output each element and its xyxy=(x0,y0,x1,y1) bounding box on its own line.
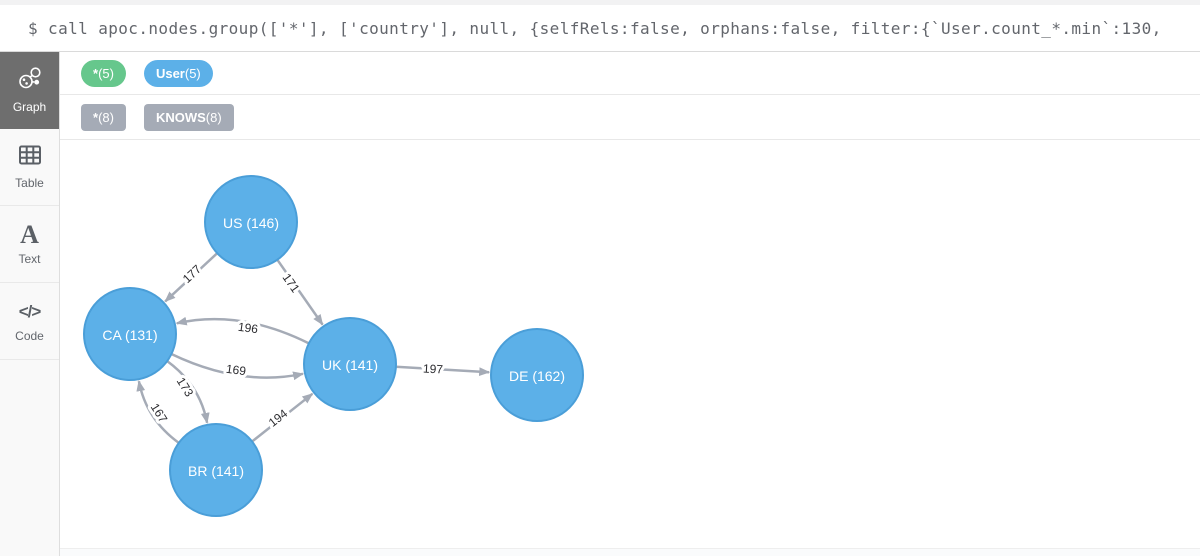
node-caption: CA (131) xyxy=(102,327,157,343)
sidebar-item-label: Graph xyxy=(12,100,47,114)
edge-label-UK-DE[interactable]: 197 xyxy=(420,358,447,379)
pill-name: * xyxy=(93,65,99,81)
pill-name: KNOWS xyxy=(155,109,206,125)
edge-label-CA-BR[interactable]: 173 xyxy=(171,372,200,403)
edge-BR-CA[interactable] xyxy=(136,380,180,444)
pill-count: (5) xyxy=(184,65,201,81)
result-view-sidebar: Graph Table A Text </> xyxy=(0,52,60,556)
code-icon: </> xyxy=(18,301,42,321)
pill-count: (8) xyxy=(205,109,222,125)
pill-count: (8) xyxy=(98,109,114,125)
sidebar-item-table[interactable]: Table xyxy=(0,129,59,206)
rel-type-pill-all[interactable]: *(8) xyxy=(81,103,126,131)
prompt-symbol: $ xyxy=(28,18,39,38)
sidebar-item-graph[interactable]: Graph xyxy=(0,52,59,129)
text-icon: A xyxy=(20,219,39,249)
edge-BR-UK[interactable] xyxy=(251,392,314,443)
node-caption: DE (162) xyxy=(509,368,565,384)
node-BR[interactable]: BR (141) xyxy=(169,423,263,517)
cypher-command: call apoc.nodes.group(['*'], ['country']… xyxy=(48,18,1162,38)
edge-label-UK-CA[interactable]: 196 xyxy=(234,317,262,340)
edge-UK-DE[interactable] xyxy=(395,365,491,377)
sidebar-item-label: Table xyxy=(15,176,44,190)
edge-label-CA-UK[interactable]: 169 xyxy=(222,359,250,382)
pill-name: User xyxy=(155,65,185,81)
node-caption: US (146) xyxy=(223,215,279,231)
edge-UK-CA[interactable] xyxy=(175,316,310,345)
sidebar-item-label: Code xyxy=(15,328,44,343)
node-DE[interactable]: DE (162) xyxy=(490,328,584,422)
edge-US-CA[interactable] xyxy=(164,252,219,303)
edge-CA-BR[interactable] xyxy=(166,360,210,424)
pill-count: (5) xyxy=(98,65,114,81)
node-US[interactable]: US (146) xyxy=(204,175,298,269)
node-labels-legend: *(5) User(5) xyxy=(60,52,1200,95)
edge-label-BR-CA[interactable]: 167 xyxy=(145,398,174,429)
sidebar-item-text[interactable]: A Text xyxy=(0,206,59,283)
node-label-pill-user[interactable]: User(5) xyxy=(143,59,213,87)
node-caption: BR (141) xyxy=(188,463,244,479)
command-bar[interactable]: $ call apoc.nodes.group(['*'], ['country'… xyxy=(0,5,1200,52)
sidebar-item-label: Text xyxy=(18,251,41,266)
table-icon xyxy=(18,144,42,171)
node-label-pill-all[interactable]: *(5) xyxy=(81,59,126,87)
node-caption: UK (141) xyxy=(322,357,378,373)
window-top-strip xyxy=(0,0,1200,5)
canvas-footer-strip xyxy=(60,548,1200,556)
edge-CA-UK[interactable] xyxy=(170,352,305,381)
node-CA[interactable]: CA (131) xyxy=(83,287,177,381)
node-UK[interactable]: UK (141) xyxy=(303,317,397,411)
graph-icon xyxy=(18,66,42,95)
edge-label-US-CA[interactable]: 177 xyxy=(177,259,207,289)
sidebar-item-code[interactable]: </> Code xyxy=(0,283,59,360)
pill-name: * xyxy=(93,109,99,125)
relationship-types-legend: *(8) KNOWS(8) xyxy=(60,95,1200,140)
edge-US-UK[interactable] xyxy=(276,258,324,326)
rel-type-pill-knows[interactable]: KNOWS(8) xyxy=(143,103,234,131)
